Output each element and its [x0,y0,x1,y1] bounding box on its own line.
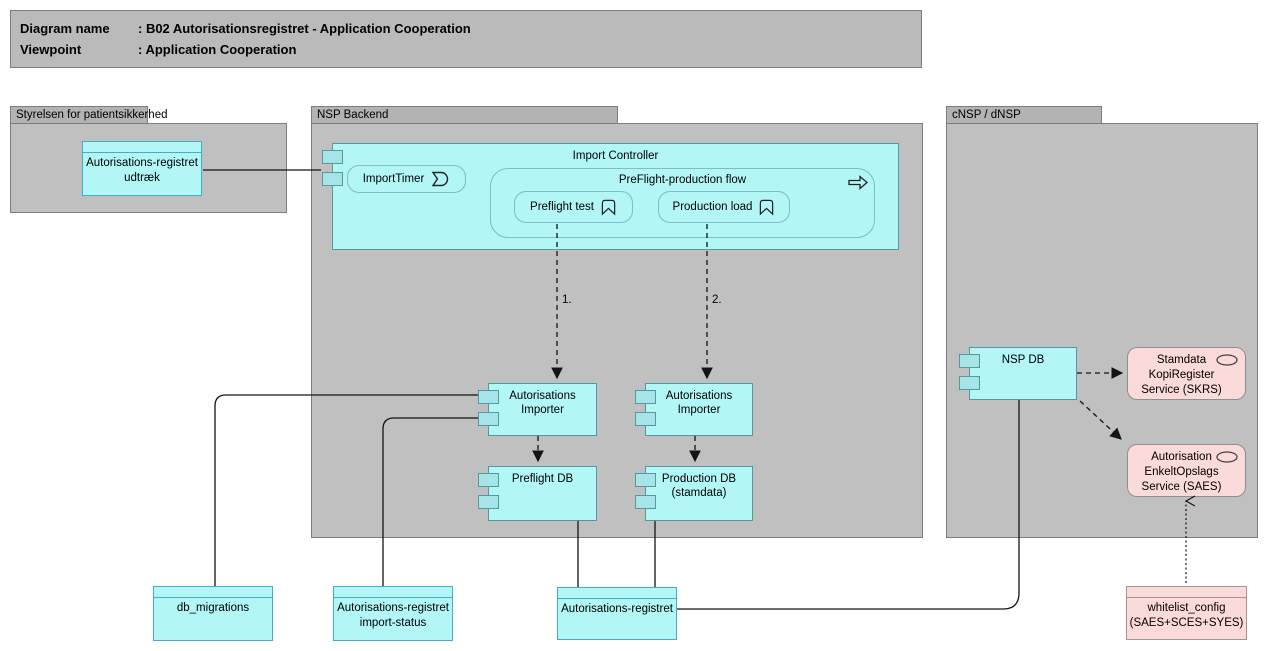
data-object-autorisationsregistret-import-status[interactable]: Autorisations-registret import-status [333,586,453,641]
service-icon [1216,451,1238,463]
component-port [635,412,656,426]
service-label: Autorisation EnkeltOpslags Service (SAES… [1141,451,1222,493]
function-label: Preflight test [530,201,594,213]
service-icon [1216,354,1238,366]
component-label: Production DB (stamdata) [661,473,737,499]
data-object-autorisationsregistret[interactable]: Autorisations-registret [557,587,677,640]
component-label: Autorisations Importer [665,390,733,416]
viewpoint-label: Viewpoint [20,42,82,57]
data-object-band [154,587,272,598]
event-import-timer[interactable]: ImportTimer [347,165,466,193]
event-label: ImportTimer [362,173,425,185]
diagram-title-block: Diagram name : B02 Autorisationsregistre… [10,10,922,68]
diagram-name-value: : B02 Autorisationsregistret - Applicati… [138,21,471,36]
component-port [635,495,656,509]
function-production-load[interactable]: Production load [658,191,790,223]
service-skrs[interactable]: Stamdata KopiRegister Service (SKRS) [1127,347,1246,400]
service-saes[interactable]: Autorisation EnkeltOpslags Service (SAES… [1127,444,1246,497]
function-icon [760,199,774,216]
process-label: PreFlight-production flow [618,174,747,186]
data-object-autorisationsregistret-udtraek[interactable]: Autorisations-registret udtræk [82,141,202,196]
group-label-styrelsen: Styrelsen for patientsikkerhed [16,109,168,121]
group-tab-styrelsen[interactable]: Styrelsen for patientsikkerhed [10,106,168,124]
component-label: Preflight DB [511,473,574,485]
data-object-label: db_migrations [176,602,250,614]
component-label: NSP DB [1001,354,1045,366]
component-port [478,473,499,487]
component-port [959,376,980,390]
component-label: Autorisations Importer [509,390,576,416]
event-icon [431,171,449,187]
viewpoint-row: Viewpoint : Application Cooperation [20,39,921,60]
data-object-label: whitelist_config (SAES+SCES+SYES) [1129,602,1244,629]
data-object-band [83,142,201,153]
component-port [959,354,980,368]
component-port [478,390,499,404]
component-nsp-db[interactable]: NSP DB [959,347,1077,400]
data-object-band [334,587,452,598]
diagram-name-row: Diagram name : B02 Autorisationsregistre… [20,18,921,39]
component-label: Import Controller [572,150,659,162]
function-icon [601,199,616,216]
data-object-band [558,588,676,599]
data-object-band [1127,587,1246,598]
component-autorisations-importer-production[interactable]: Autorisations Importer [635,383,753,436]
group-tab-cnsp[interactable]: cNSP / dNSP [946,106,1102,124]
data-object-label: Autorisations-registret udtræk [86,157,198,184]
viewpoint-value: : Application Cooperation [138,42,297,57]
function-label: Production load [672,201,753,213]
component-autorisations-importer-preflight[interactable]: Autorisations Importer [478,383,597,436]
group-label-nsp-backend: NSP Backend [317,109,389,121]
component-preflight-db[interactable]: Preflight DB [478,466,597,521]
process-arrow-icon [848,175,868,190]
edge-label-step2: 2. [712,294,722,306]
component-port [322,150,343,164]
component-port [322,172,343,186]
component-port [478,412,499,426]
component-production-db[interactable]: Production DB (stamdata) [635,466,753,521]
data-object-whitelist-config[interactable]: whitelist_config (SAES+SCES+SYES) [1126,586,1247,640]
component-port [478,495,499,509]
data-object-label: Autorisations-registret [561,603,673,615]
group-tab-nsp-backend[interactable]: NSP Backend [311,106,618,124]
edge-label-step1: 1. [562,294,572,306]
data-object-db-migrations[interactable]: db_migrations [153,586,273,641]
function-preflight-test[interactable]: Preflight test [514,191,633,223]
component-port [635,390,656,404]
group-label-cnsp: cNSP / dNSP [952,109,1021,121]
component-port [635,473,656,487]
diagram-name-label: Diagram name [20,21,110,36]
service-label: Stamdata KopiRegister Service (SKRS) [1141,354,1222,396]
data-object-label: Autorisations-registret import-status [337,602,449,629]
